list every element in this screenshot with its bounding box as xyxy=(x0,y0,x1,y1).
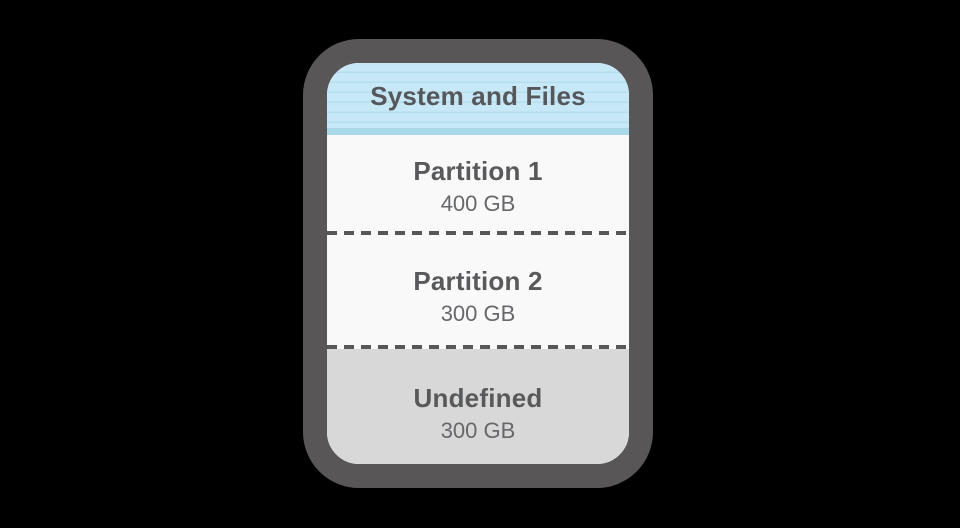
partition-2-size: 300 GB xyxy=(440,301,516,327)
partition-1-size: 400 GB xyxy=(440,191,516,217)
undefined-size: 300 GB xyxy=(440,417,516,443)
storage-device-diagram: System and Files Partition 1 400 GB Part… xyxy=(303,39,653,488)
partition-section-2: Partition 2 300 GB xyxy=(327,235,629,345)
undefined-name: Undefined xyxy=(413,382,543,413)
partition-1-name: Partition 1 xyxy=(413,156,543,187)
partition-2-name: Partition 2 xyxy=(413,266,543,297)
device-header: System and Files xyxy=(327,63,629,135)
dashed-divider-1 xyxy=(327,231,629,235)
dashed-divider-2 xyxy=(327,345,629,349)
partition-section-1: Partition 1 400 GB xyxy=(327,135,629,231)
undefined-section: Undefined 300 GB xyxy=(327,349,629,464)
device-header-label: System and Files xyxy=(370,81,586,111)
